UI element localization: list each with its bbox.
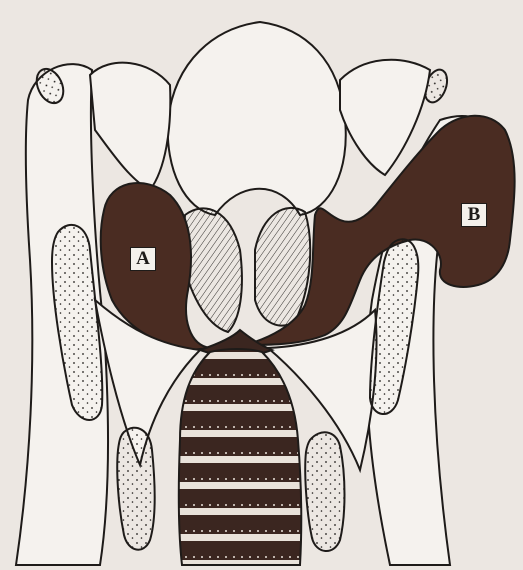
upper-left-fold <box>90 63 170 190</box>
epiglottis <box>168 22 346 215</box>
right-hatched-fold <box>255 208 310 326</box>
right-cricoid-cartilage <box>305 432 344 551</box>
label-b: B <box>461 203 487 227</box>
trachea <box>179 349 302 565</box>
left-cricoid-cartilage <box>117 428 155 550</box>
label-a: A <box>130 247 156 271</box>
